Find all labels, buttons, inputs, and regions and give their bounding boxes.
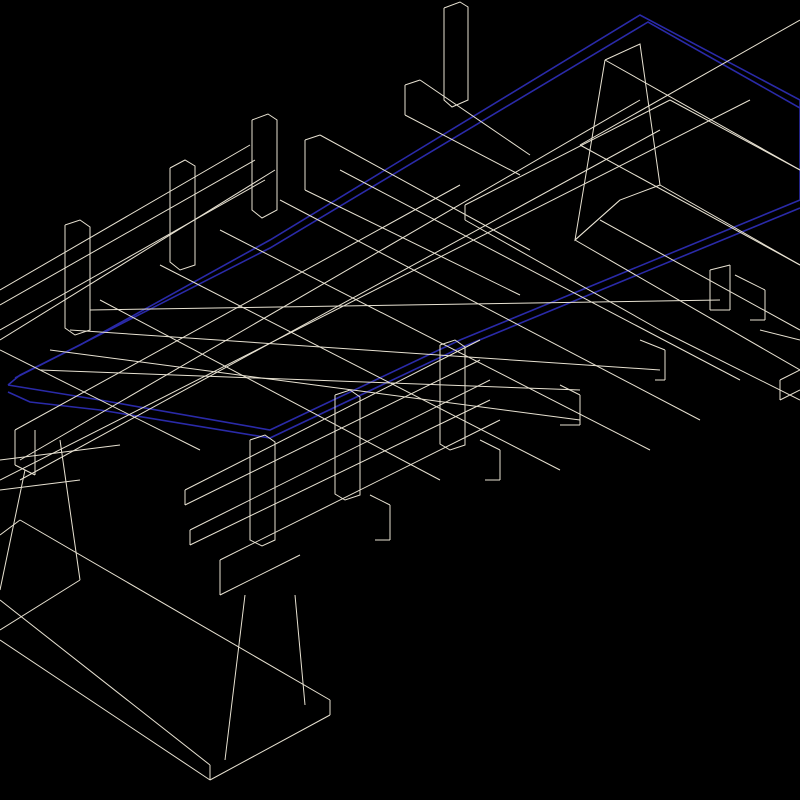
structure-edge: [0, 469, 26, 591]
structure-edge: [659, 184, 800, 266]
structure-edge: [159, 264, 561, 471]
structure-layer: [0, 1, 800, 781]
structure-edge: [369, 494, 391, 506]
center-post-3: [439, 339, 466, 451]
structure-edge: [404, 79, 421, 86]
structure-edge: [189, 399, 491, 546]
top-post: [443, 1, 469, 108]
structure-edge: [19, 99, 641, 461]
structure-edge: [0, 144, 251, 291]
structure-edge: [419, 79, 531, 156]
structure-edge: [39, 369, 581, 391]
structure-edge: [574, 239, 800, 371]
outline-path: [7, 14, 800, 431]
structure-edge: [759, 329, 800, 341]
structure-edge: [464, 219, 661, 331]
structure-edge: [19, 519, 331, 701]
outline-path-back: [14, 21, 800, 379]
structure-edge: [404, 114, 521, 176]
structure-edge: [464, 99, 671, 206]
structure-edge: [19, 129, 661, 481]
structure-edge: [184, 359, 481, 506]
structure-edge: [219, 554, 301, 596]
structure-edge: [0, 99, 751, 481]
structure-edge: [604, 59, 800, 171]
center-post-2: [334, 389, 361, 501]
structure-edge: [779, 369, 800, 381]
structure-edge: [0, 179, 266, 331]
structure-edge: [0, 169, 276, 341]
structure-edge: [189, 379, 491, 531]
center-post-1: [249, 434, 276, 547]
structure-edge: [0, 444, 121, 461]
structure-edge: [579, 19, 800, 146]
outline-path-inner: [7, 207, 800, 439]
structure-edge: [639, 339, 666, 351]
structure-edge: [0, 519, 21, 536]
structure-edge: [49, 349, 581, 421]
structure-edge: [59, 439, 81, 581]
structure-edge: [659, 329, 800, 401]
blue-outline-layer: [7, 14, 800, 439]
right-pier-top: [574, 43, 661, 242]
structure-edge: [0, 579, 81, 631]
structure-edge: [224, 594, 246, 761]
left-post-3: [251, 113, 278, 219]
structure-edge: [339, 169, 741, 381]
left-post-1: [64, 219, 91, 336]
structure-edge: [99, 299, 441, 481]
structure-edge: [0, 159, 256, 306]
structure-edge: [0, 479, 81, 491]
structure-edge: [279, 199, 701, 421]
structure-edge: [319, 134, 531, 251]
structure-edge: [479, 439, 501, 451]
structure-edge: [0, 349, 201, 451]
structure-edge: [0, 639, 211, 781]
left-post-2: [169, 159, 196, 271]
structure-edge: [304, 134, 321, 141]
structure-edge: [734, 274, 766, 291]
structure-edge: [599, 219, 800, 331]
structure-edge: [89, 299, 721, 311]
structure-edge: [709, 264, 731, 271]
structure-edge: [779, 389, 800, 401]
structure-edge: [294, 594, 306, 706]
structure-edge: [579, 144, 800, 266]
structure-edge: [184, 339, 481, 491]
structure-edge: [559, 384, 581, 396]
structure-edge: [304, 189, 521, 296]
structure-edge: [209, 714, 331, 781]
structure-edge: [219, 229, 651, 451]
structure-edge: [0, 599, 211, 766]
